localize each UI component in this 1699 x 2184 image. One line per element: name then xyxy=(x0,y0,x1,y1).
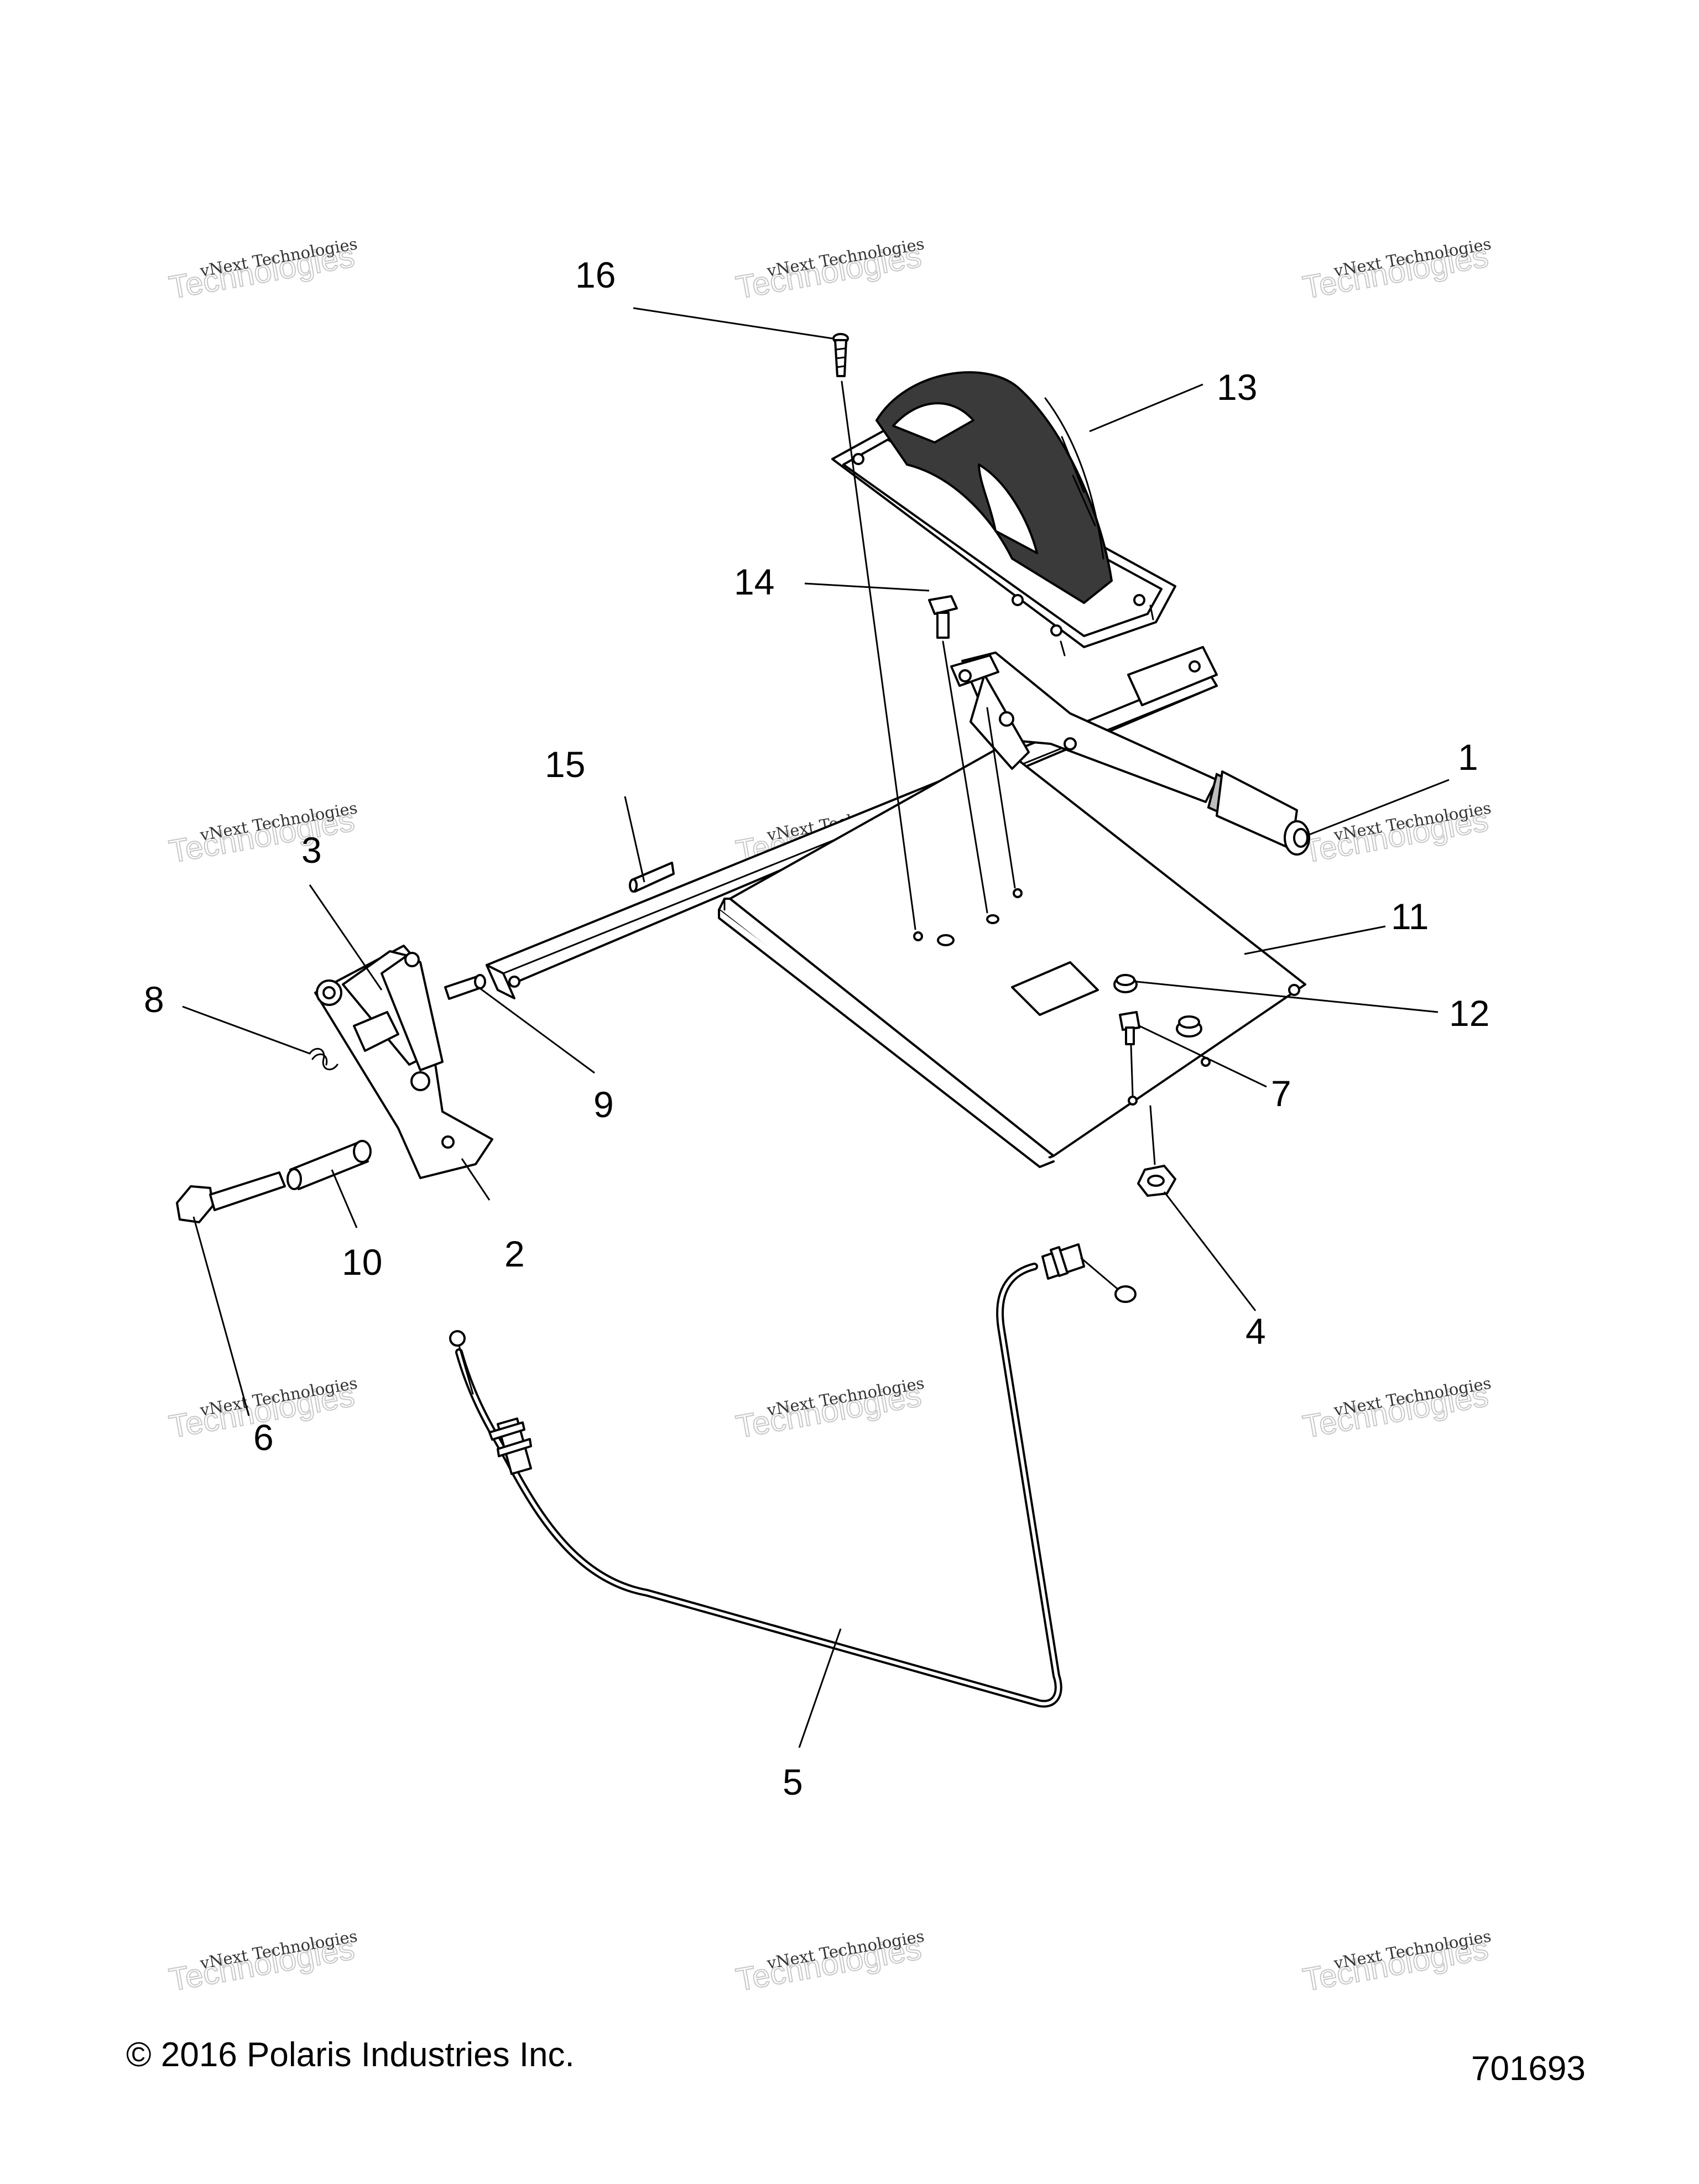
lever-boot xyxy=(831,371,1176,656)
watermark-lower-right: Technologies vNext Technologies xyxy=(1300,1373,1493,1445)
drawing-number: 701693 xyxy=(1471,2050,1586,2088)
copyright-text: © 2016 Polaris Industries Inc. xyxy=(126,2036,575,2074)
callout-11: 11 xyxy=(1391,896,1429,937)
callouts: 1 2 3 4 5 6 7 8 9 10 11 12 13 14 15 16 xyxy=(144,254,1489,1802)
callout-7: 7 xyxy=(1271,1073,1291,1114)
nut-4 xyxy=(1137,1165,1176,1197)
grommet-12 xyxy=(1113,974,1138,993)
leader-lines xyxy=(182,307,1450,1748)
callout-16: 16 xyxy=(575,254,616,295)
mounting-plate xyxy=(718,746,1306,1168)
callout-12: 12 xyxy=(1449,993,1489,1034)
callout-10: 10 xyxy=(342,1242,382,1283)
watermark-top-left: Technologies vNext Technologies xyxy=(166,234,359,306)
callout-9: 9 xyxy=(593,1084,614,1125)
callout-8: 8 xyxy=(144,979,164,1020)
watermark-top-right: Technologies vNext Technologies xyxy=(1300,234,1493,306)
watermark-bottom-left: Technologies vNext Technologies xyxy=(166,1926,359,1998)
screw-14 xyxy=(928,595,958,639)
watermark-mid-left: Technologies vNext Technologies xyxy=(166,798,359,870)
callout-14: 14 xyxy=(734,561,774,602)
watermark-bottom-right: Technologies vNext Technologies xyxy=(1300,1926,1493,1998)
callout-5: 5 xyxy=(783,1761,803,1802)
screw-16 xyxy=(832,333,849,377)
watermark-top-center: Technologies vNext Technologies xyxy=(733,234,926,306)
callout-3: 3 xyxy=(301,830,322,871)
brake-cable xyxy=(449,1243,1137,1708)
bolt-7 xyxy=(1119,1011,1140,1045)
pin-9 xyxy=(444,974,486,1000)
callout-4: 4 xyxy=(1245,1311,1266,1352)
callout-1: 1 xyxy=(1458,737,1478,778)
watermark-mid-right: Technologies vNext Technologies xyxy=(1300,798,1493,870)
callout-6: 6 xyxy=(253,1417,274,1458)
callout-2: 2 xyxy=(504,1233,525,1274)
sleeve-10 xyxy=(286,1140,372,1190)
callout-15: 15 xyxy=(545,744,585,785)
bolt-6 xyxy=(176,1171,286,1223)
clip-8 xyxy=(309,1047,338,1071)
callout-13: 13 xyxy=(1217,367,1257,408)
assembly-lines xyxy=(841,380,1156,1165)
watermark-lower-center: Technologies vNext Technologies xyxy=(733,1373,926,1445)
brake-lever xyxy=(950,651,1310,856)
watermark-bottom-center: Technologies vNext Technologies xyxy=(733,1926,926,1998)
pin-15 xyxy=(629,862,675,893)
pedal-bracket xyxy=(314,945,493,1179)
plate-bushing xyxy=(1176,1015,1202,1038)
